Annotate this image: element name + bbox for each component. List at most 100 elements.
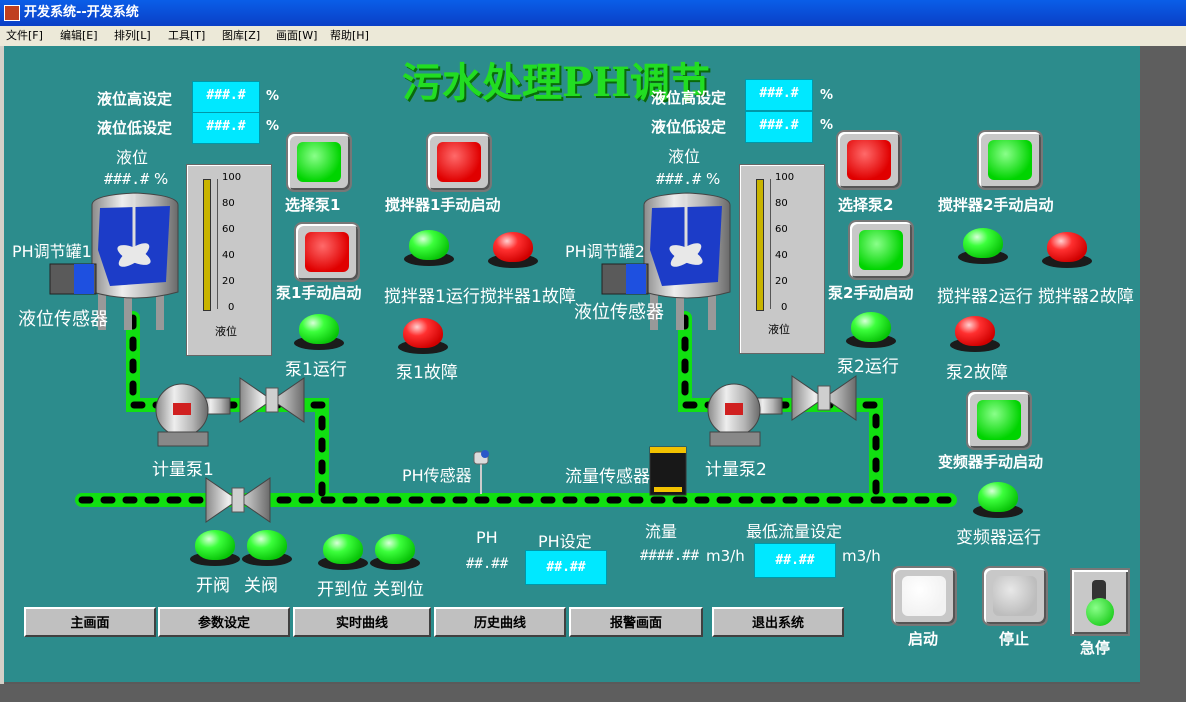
tank2-high-set-field[interactable]: ###.# <box>745 79 813 111</box>
nav-history-curve-button[interactable]: 历史曲线 <box>434 607 566 637</box>
tank2-name: PH调节罐2 <box>565 242 645 261</box>
tank2-low-pct: % <box>820 118 834 133</box>
gauge-tick: 100 <box>222 172 242 183</box>
tank-2 <box>601 192 731 330</box>
min-flow-label: 最低流量设定 <box>746 522 843 541</box>
select-pump2-button[interactable] <box>836 130 902 190</box>
vfd-manual-label: 变频器手动启动 <box>938 453 1044 471</box>
tank1-high-set-field[interactable]: ###.# <box>192 81 260 113</box>
close-position-label: 关到位 <box>373 580 424 600</box>
mixer1-fault-lamp <box>488 232 538 268</box>
mixer1-run-lamp <box>404 230 454 266</box>
ph-set-field[interactable]: ##.## <box>525 550 607 585</box>
valve-close-label: 关阀 <box>244 576 278 596</box>
tank1-level-sensor: 液位传感器 <box>18 309 108 330</box>
title-bar: 开发系统--开发系统 <box>0 0 1186 26</box>
tank2-level-sensor: 液位传感器 <box>574 302 664 323</box>
menu-tools[interactable]: 工具[T] <box>168 29 206 42</box>
tank1-low-set-label: 液位低设定 <box>97 119 173 137</box>
nav-alarm-screen-button[interactable]: 报警画面 <box>569 607 703 637</box>
tank2-level-value: ###.# <box>656 170 702 188</box>
vfd-run-lamp <box>973 482 1023 518</box>
flow-label: 流量 <box>645 522 678 541</box>
gauge-label-1: 液位 <box>215 325 237 338</box>
valve-2 <box>791 375 857 421</box>
gauge-tick: 40 <box>775 250 788 261</box>
pump1-manual-label: 泵1手动启动 <box>276 284 362 302</box>
pump2-manual-button[interactable] <box>848 220 914 280</box>
min-flow-field[interactable]: ##.## <box>754 543 836 578</box>
menu-arrange[interactable]: 排列[L] <box>114 29 151 42</box>
mixer2-run-label: 搅拌器2运行 <box>937 287 1033 307</box>
gauge-bar-1 <box>203 179 211 311</box>
mixer2-manual-button[interactable] <box>977 130 1043 190</box>
menu-edit[interactable]: 编辑[E] <box>60 29 98 42</box>
select-pump1-button[interactable] <box>286 132 352 192</box>
tank1-low-pct: % <box>266 119 280 134</box>
gauge-tick: 20 <box>775 276 788 287</box>
pump2-fault-lamp <box>950 316 1000 352</box>
open-position-label: 开到位 <box>317 580 368 600</box>
mixer2-run-lamp <box>958 228 1008 264</box>
tank1-level-unit: % <box>154 170 169 188</box>
tank1-high-set-label: 液位高设定 <box>97 90 173 108</box>
tank2-high-pct: % <box>820 88 834 103</box>
flow-value: ####.## <box>640 548 700 564</box>
estop-lamp <box>1086 598 1114 626</box>
pump2-manual-label: 泵2手动启动 <box>828 284 914 302</box>
vfd-manual-button[interactable] <box>966 390 1032 450</box>
nav-main-screen-button[interactable]: 主画面 <box>24 607 156 637</box>
open-position-lamp <box>318 534 368 570</box>
metering-pump-1 <box>155 383 231 447</box>
app-icon <box>4 5 20 21</box>
start-button[interactable] <box>891 566 957 626</box>
left-border <box>0 46 4 686</box>
ph-sensor-label: PH传感器 <box>402 466 472 485</box>
tank-1 <box>49 192 179 330</box>
estop-button[interactable] <box>1070 568 1130 636</box>
ph-sensor-probe <box>473 450 489 494</box>
menu-file[interactable]: 文件[F] <box>6 29 43 42</box>
bottom-border <box>0 684 1186 702</box>
flow-unit: m3/h <box>706 547 745 565</box>
nav-parameters-button[interactable]: 参数设定 <box>158 607 290 637</box>
tank2-level-unit: % <box>706 170 721 188</box>
main-title: 污水处理PH调节 <box>402 59 710 106</box>
gauge-scale-2: 100 80 60 40 20 0 <box>770 172 807 313</box>
meter-pump1-label: 计量泵1 <box>152 460 214 480</box>
valve-1 <box>239 377 305 423</box>
pump1-manual-button[interactable] <box>294 222 360 282</box>
vfd-run-label: 变频器运行 <box>956 528 1041 548</box>
right-border <box>1140 46 1186 702</box>
pump2-run-label: 泵2运行 <box>837 357 899 377</box>
mixer1-manual-label: 搅拌器1手动启动 <box>385 196 501 214</box>
mixer1-manual-button[interactable] <box>426 132 492 192</box>
nav-realtime-curve-button[interactable]: 实时曲线 <box>293 607 431 637</box>
tank2-low-set-label: 液位低设定 <box>651 118 727 136</box>
menu-screen[interactable]: 画面[W] <box>276 29 318 42</box>
tank1-level-value: ###.# <box>104 170 150 188</box>
mixer2-fault-label: 搅拌器2故障 <box>1038 287 1134 307</box>
tank1-name: PH调节罐1 <box>12 242 92 261</box>
stop-button[interactable] <box>982 566 1048 626</box>
ph-value: ##.## <box>466 556 509 572</box>
pump1-run-label: 泵1运行 <box>285 360 347 380</box>
select-pump2-label: 选择泵2 <box>838 196 894 214</box>
pump1-fault-label: 泵1故障 <box>396 363 458 383</box>
stop-label: 停止 <box>999 630 1030 648</box>
gauge-tick: 80 <box>775 198 788 209</box>
menu-library[interactable]: 图库[Z] <box>222 29 261 42</box>
tank2-low-set-field[interactable]: ###.# <box>745 111 813 143</box>
menu-bar: 文件[F] 编辑[E] 排列[L] 工具[T] 图库[Z] 画面[W] 帮助[H… <box>0 26 1186 46</box>
menu-help[interactable]: 帮助[H] <box>330 29 369 42</box>
gauge-scale-1: 100 80 60 40 20 0 <box>217 172 254 313</box>
meter-pump2-label: 计量泵2 <box>705 460 767 480</box>
gauge-tick: 100 <box>775 172 795 183</box>
valve-open-label: 开阀 <box>196 576 230 596</box>
nav-exit-button[interactable]: 退出系统 <box>712 607 844 637</box>
flow-sensor-device <box>649 446 687 496</box>
mixer2-manual-label: 搅拌器2手动启动 <box>938 196 1054 214</box>
tank1-low-set-field[interactable]: ###.# <box>192 112 260 144</box>
mixer1-fault-label: 搅拌器1故障 <box>480 287 576 307</box>
